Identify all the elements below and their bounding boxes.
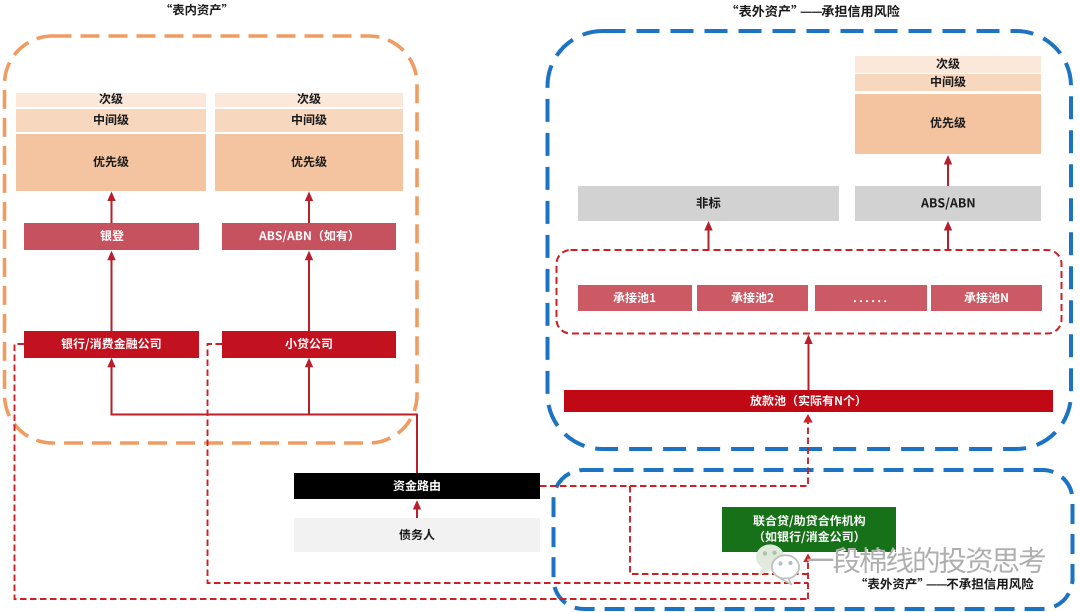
lending-pool-label (750, 394, 867, 408)
debtor-box (294, 518, 540, 552)
stack3-senior-label (930, 117, 966, 130)
dashed-originator1-to-partner (13, 343, 808, 600)
solid-flow-lines (110, 163, 949, 518)
arrowhead-into-lendingpool (803, 414, 813, 423)
debtor-label (399, 528, 435, 542)
line-router-to-originators (110, 366, 418, 473)
instrument-nonstandard-box (578, 186, 839, 221)
stack3-senior-band (855, 93, 1041, 154)
stack2-senior-band (215, 133, 403, 191)
dashed-originator2-to-partner (206, 343, 808, 584)
partner-institution-line2 (753, 530, 866, 544)
stack3-mezzanine-label (930, 75, 966, 89)
stack2-mezzanine-band (215, 109, 403, 132)
originator-microloan-label (285, 337, 333, 351)
stack3-mezzanine-band (855, 74, 1041, 91)
arrowhead-into-originator2 (304, 357, 314, 368)
off-balance-risk-container-outline (545, 29, 1073, 451)
stack1-mezzanine-band (16, 109, 206, 132)
partner-institution-line1 (752, 514, 866, 528)
dashed-router-to-lendingpool (540, 422, 809, 487)
partner-institution-box (722, 507, 896, 552)
stack2-mezzanine-label (291, 113, 327, 127)
off-balance-no-risk-label (848, 577, 1048, 591)
dashed-flow-lines (13, 343, 809, 600)
off-balance-risk-title-text (733, 4, 900, 19)
fund-router-box (294, 473, 540, 499)
arrowhead-into-instrument2 (943, 221, 953, 231)
takeover-pool-ellipsis-box (815, 285, 927, 311)
registry-yindeng-box (24, 223, 199, 250)
fund-router-label (393, 479, 441, 493)
registry-abs-abn-box (222, 223, 396, 250)
on-balance-title-text (167, 3, 227, 17)
wechat-bubble-front (771, 554, 801, 586)
watermark-text-label (806, 546, 1047, 577)
arrowhead-into-stack1 (107, 191, 116, 201)
watermark-text (806, 546, 1047, 577)
originator-bank-label (61, 337, 162, 351)
on-balance-container-outline (2, 34, 419, 445)
takeover-pool-n-label (964, 291, 1009, 305)
takeover-pool-n-box (931, 285, 1042, 311)
instrument-nonstandard-label (696, 196, 721, 210)
arrowhead-into-router (412, 500, 422, 510)
stack1-subordinate-band (16, 92, 206, 107)
takeover-pool-1-label (613, 291, 657, 305)
stack2-subordinate-label (297, 93, 321, 106)
stack2-senior-label (291, 155, 327, 169)
stack1-senior-band (16, 133, 206, 191)
off-balance-no-risk-container-outline (551, 468, 1075, 611)
stack2-subordinate-band (215, 92, 403, 107)
instrument-abs-abn-box (855, 186, 1041, 221)
originator-microloan-box (222, 331, 396, 358)
takeover-pool-container-outline (555, 249, 1063, 335)
arrowhead-into-poolbox (804, 334, 813, 344)
takeover-pool-ellipsis-label (853, 292, 890, 305)
off-balance-no-risk-label-text (862, 577, 1034, 591)
registry-abs-abn-label (258, 229, 360, 243)
arrowhead-into-registry1 (107, 250, 116, 261)
registry-yindeng-label (99, 229, 124, 243)
takeover-pool-2-box (697, 285, 808, 311)
stack3-subordinate-band (855, 56, 1041, 73)
solid-arrowheads (107, 155, 953, 510)
takeover-pool-1-box (578, 285, 692, 311)
stack1-mezzanine-label (93, 113, 129, 127)
stack1-senior-label (93, 155, 129, 169)
arrowhead-into-stack3 (943, 155, 953, 165)
arrowhead-into-originator1 (107, 357, 116, 368)
originator-bank-box (24, 331, 199, 358)
off-balance-risk-title (696, 4, 937, 19)
instrument-abs-abn-label (920, 197, 976, 210)
arrowhead-into-registry2 (304, 250, 314, 261)
arrowhead-into-instrument1 (704, 221, 713, 231)
on-balance-title (117, 3, 277, 18)
arrowhead-into-stack2 (304, 191, 314, 201)
takeover-pool-2-label (730, 291, 775, 305)
stack3-subordinate-label (936, 57, 960, 71)
stack1-subordinate-label (99, 93, 123, 106)
lending-pool-box (564, 390, 1053, 412)
